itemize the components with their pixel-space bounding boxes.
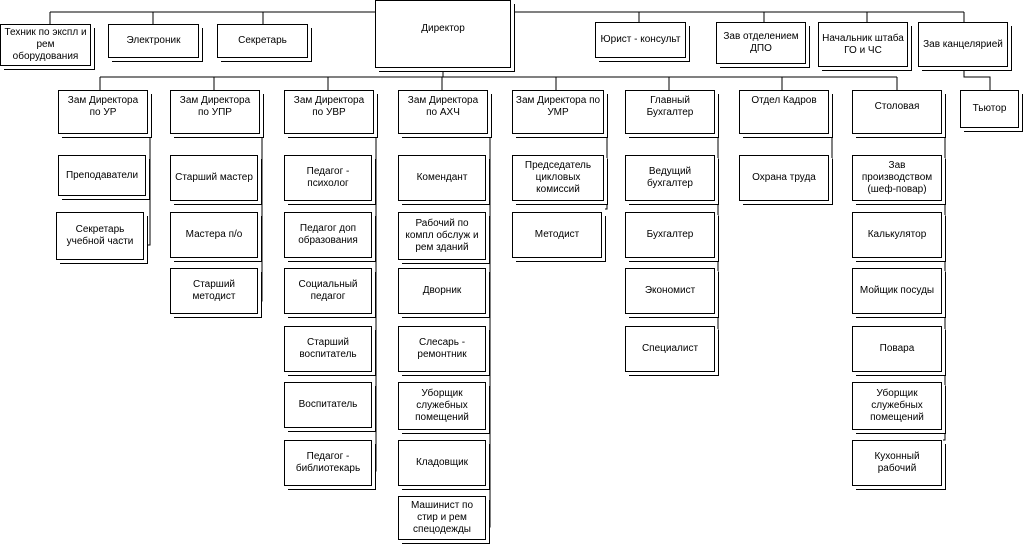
node-rabochiy: Рабочий по компл обслуж и рем зданий	[398, 212, 486, 260]
node-zam-ur: Зам Директора по УР	[58, 90, 148, 134]
node-zav-proizv: Зав производством (шеф-повар)	[852, 155, 942, 201]
node-povara: Повара	[852, 326, 942, 372]
node-kladovshik: Кладовщик	[398, 440, 486, 486]
node-starshiy-master: Старший мастер	[170, 155, 258, 201]
node-zam-upr: Зам Директора по УПР	[170, 90, 260, 134]
node-zav-dpo: Зав отделением ДПО	[716, 22, 806, 64]
node-uborshik-1: Уборщик служебных помещений	[398, 382, 486, 430]
node-ohrana-truda: Охрана труда	[739, 155, 829, 201]
node-otdel-kadrov: Отдел Кадров	[739, 90, 829, 134]
node-stolovaya: Столовая	[852, 90, 942, 134]
node-sekretar-uch: Секретарь учебной части	[56, 212, 144, 260]
node-dvornik: Дворник	[398, 268, 486, 314]
node-director: Директор	[375, 0, 511, 68]
node-zam-ahch: Зам Директора по АХЧ	[398, 90, 488, 134]
node-nach-shtaba: Начальник штаба ГО и ЧС	[818, 22, 908, 67]
node-uborshik-2: Уборщик служебных помещений	[852, 382, 942, 430]
node-pedagog-bibl: Педагог - библиотекарь	[284, 440, 372, 486]
node-zav-kanc: Зав канцелярией	[918, 22, 1008, 67]
node-zam-uvr: Зам Директора по УВР	[284, 90, 374, 134]
node-zam-umr: Зам Директора по УМР	[512, 90, 604, 134]
node-glav-buh: Главный Бухгалтер	[625, 90, 715, 134]
node-vospitatel: Воспитатель	[284, 382, 372, 428]
node-prepodavateli: Преподаватели	[58, 155, 146, 196]
node-mastera: Мастера п/о	[170, 212, 258, 258]
node-mashinist: Машинист по стир и рем спецодежды	[398, 496, 486, 540]
node-kalkulyator: Калькулятор	[852, 212, 942, 258]
node-sekretar: Секретарь	[217, 24, 308, 58]
node-starshiy-vosp: Старший воспитатель	[284, 326, 372, 372]
node-elektronik: Электроник	[108, 24, 199, 58]
node-pedagog-psiholog: Педагог - психолог	[284, 155, 372, 201]
node-kuhonny: Кухонный рабочий	[852, 440, 942, 486]
node-starshiy-metodist: Старший методист	[170, 268, 258, 314]
node-metodist: Методист	[512, 212, 602, 258]
node-moyshik: Мойщик посуды	[852, 268, 942, 314]
node-slesar: Слесарь - ремонтник	[398, 326, 486, 372]
node-komendant: Комендант	[398, 155, 486, 201]
node-pedagog-dop: Педагог доп образования	[284, 212, 372, 258]
node-ved-buh: Ведущий бухгалтер	[625, 155, 715, 201]
node-yurist: Юрист - консульт	[595, 22, 686, 58]
node-tyutor: Тьютор	[960, 90, 1019, 128]
node-specialist: Специалист	[625, 326, 715, 372]
node-soc-pedagog: Социальный педагог	[284, 268, 372, 314]
node-ekonomist: Экономист	[625, 268, 715, 314]
node-buhgalter: Бухгалтер	[625, 212, 715, 258]
node-predsedatel: Председатель цикловых комиссий	[512, 155, 604, 201]
node-tehnik: Техник по экспл и рем оборудования	[0, 24, 91, 66]
